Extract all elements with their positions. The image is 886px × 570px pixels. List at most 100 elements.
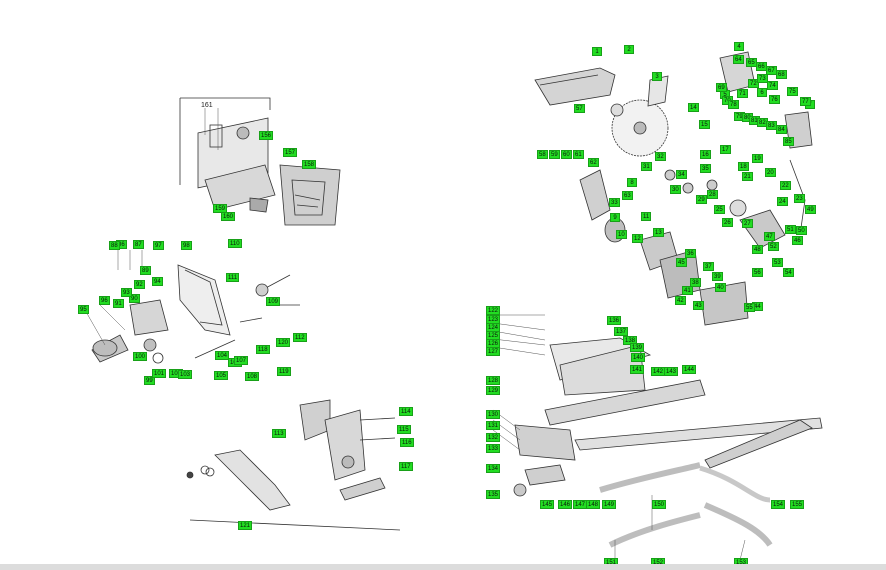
part-label: 57 — [574, 104, 585, 113]
part-label: 49 — [805, 205, 816, 214]
part-label: 155 — [790, 500, 805, 509]
bottom-scrollbar[interactable] — [0, 564, 886, 570]
part-label: 132 — [486, 433, 501, 442]
part-label: 145 — [540, 500, 555, 509]
part-label: 32 — [655, 152, 666, 161]
part-label: 45 — [676, 258, 687, 267]
part-label: 35 — [700, 164, 711, 173]
part-label: 20 — [765, 168, 776, 177]
part-label: 15 — [699, 120, 710, 129]
part-label: 42 — [675, 296, 686, 305]
part-label: 31 — [641, 162, 652, 171]
fence-hose-group — [513, 337, 823, 548]
part-label: 111 — [226, 273, 240, 282]
part-label: 58 — [537, 150, 548, 159]
part-label: 1 — [592, 47, 602, 56]
part-label: 78 — [728, 100, 739, 109]
part-label: 84 — [776, 125, 787, 134]
part-label: 62 — [588, 158, 599, 167]
part-label: 26 — [722, 218, 733, 227]
part-label: 69 — [716, 83, 727, 92]
part-label: 34 — [676, 170, 687, 179]
part-label: 38 — [690, 278, 701, 287]
part-label: 47 — [764, 232, 775, 241]
part-label: 101 — [152, 369, 167, 378]
part-label: 135 — [486, 490, 501, 499]
part-label: 12 — [632, 234, 643, 243]
part-label: 6 — [757, 88, 767, 97]
part-label: 109 — [266, 297, 281, 306]
part-label: 60 — [561, 150, 572, 159]
part-label: 17 — [720, 145, 731, 154]
part-label: 28 — [707, 190, 718, 199]
part-label: 73 — [757, 74, 768, 83]
part-label: 127 — [486, 347, 501, 356]
part-label: 128 — [486, 376, 501, 385]
part-label: 136 — [607, 316, 622, 325]
part-label: 55 — [744, 303, 755, 312]
part-label: 149 — [602, 500, 617, 509]
part-label: 89 — [140, 266, 151, 275]
part-label: 144 — [682, 365, 697, 374]
part-label: 114 — [399, 407, 413, 416]
part-label: 142 — [651, 367, 666, 376]
part-label: 88 — [109, 241, 120, 250]
part-label: 8 — [627, 178, 637, 187]
part-label: 61 — [573, 150, 584, 159]
part-label: 90 — [129, 294, 140, 303]
part-label: 116 — [400, 438, 414, 447]
part-label: 46 — [792, 236, 803, 245]
part-label: 105 — [214, 371, 229, 380]
part-label: 40 — [715, 283, 726, 292]
part-label: 25 — [714, 205, 725, 214]
part-label: 37 — [703, 262, 714, 271]
part-label: 76 — [769, 95, 780, 104]
part-label: 107 — [234, 356, 249, 365]
part-label: 27 — [742, 219, 753, 228]
part-label: 94 — [152, 277, 163, 286]
part-label: 68 — [776, 70, 787, 79]
part-label: 156 — [259, 131, 274, 140]
part-label: 131 — [486, 421, 501, 430]
part-label: 122 — [486, 306, 501, 315]
part-label: 147 — [573, 500, 588, 509]
part-label: 113 — [272, 429, 286, 438]
part-label: 98 — [181, 241, 192, 250]
part-label: 2 — [624, 45, 634, 54]
part-label: 104 — [215, 351, 230, 360]
part-label: 139 — [630, 343, 645, 352]
part-label: 77 — [800, 97, 811, 106]
part-label: 108 — [245, 372, 260, 381]
part-label: 33 — [609, 198, 620, 207]
part-label: 13 — [653, 228, 664, 237]
part-label: 56 — [752, 268, 763, 277]
part-label: 54 — [783, 268, 794, 277]
part-label: 129 — [486, 386, 501, 395]
part-label: 18 — [738, 162, 749, 171]
part-label: 160 — [221, 212, 236, 221]
plain-part-label: 161 — [201, 102, 213, 109]
part-label: 130 — [486, 410, 501, 419]
tilt-support-group — [186, 399, 401, 531]
part-label: 120 — [276, 338, 291, 347]
part-label: 134 — [486, 464, 501, 473]
part-label: 53 — [772, 258, 783, 267]
riving-knife-group — [91, 264, 300, 364]
part-label: 150 — [652, 500, 667, 509]
part-label: 96 — [99, 296, 110, 305]
part-label: 63 — [622, 191, 633, 200]
part-label: 14 — [688, 103, 699, 112]
part-label: 4 — [734, 42, 744, 51]
guard-housing-group — [179, 97, 341, 226]
part-label: 72 — [748, 79, 759, 88]
part-label: 87 — [133, 240, 144, 249]
part-label: 159 — [213, 204, 228, 213]
part-label: 30 — [670, 185, 681, 194]
part-label: 10 — [616, 230, 627, 239]
part-label: 23 — [794, 194, 805, 203]
part-label: 11 — [641, 212, 652, 221]
part-label: 110 — [228, 239, 242, 248]
part-label: 95 — [78, 305, 89, 314]
part-label: 100 — [133, 352, 148, 361]
